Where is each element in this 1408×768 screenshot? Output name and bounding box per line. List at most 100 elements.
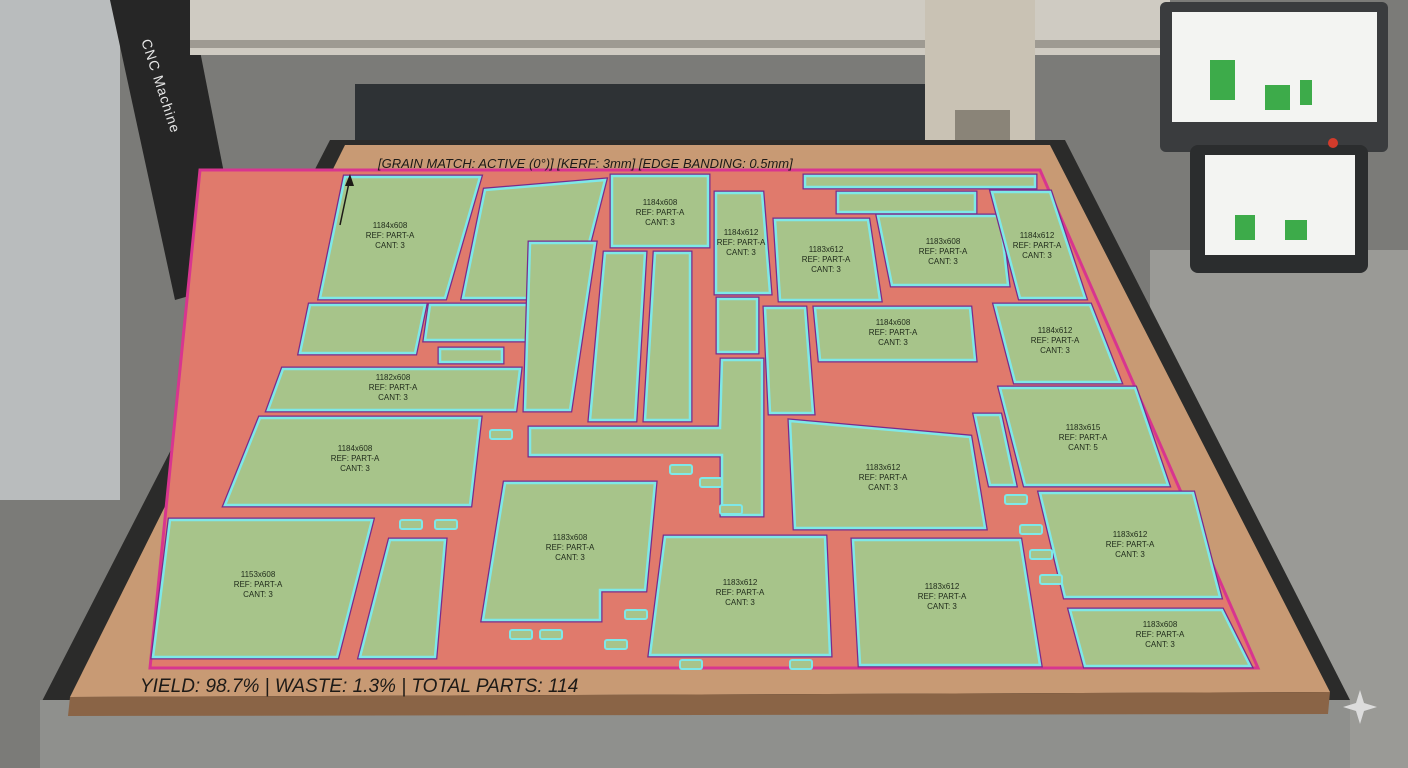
part-shape bbox=[803, 174, 1037, 189]
part-label-cant: CANT: 3 bbox=[340, 464, 370, 473]
part-label-dims: 1184x608 bbox=[338, 444, 373, 453]
part-label-ref: REF: PART-A bbox=[234, 580, 283, 589]
part-label-dims: 1153x608 bbox=[241, 570, 276, 579]
grain-arrow-head bbox=[345, 174, 354, 186]
part-label-cant: CANT: 3 bbox=[868, 483, 898, 492]
part-shape bbox=[716, 297, 759, 354]
screen-part-block bbox=[1235, 215, 1255, 240]
nested-part bbox=[642, 250, 693, 423]
part-label-dims: 1183x608 bbox=[553, 533, 588, 542]
nested-part bbox=[522, 240, 598, 413]
part-shape bbox=[481, 481, 657, 622]
emergency-stop-button[interactable] bbox=[1328, 138, 1338, 148]
part-shape bbox=[998, 386, 1170, 487]
vacuum-bed-grid bbox=[355, 84, 945, 146]
nested-part bbox=[835, 190, 978, 215]
part-label-dims: 1183x612 bbox=[723, 578, 758, 587]
small-offcut-part bbox=[699, 477, 723, 488]
part-label-ref: REF: PART-A bbox=[919, 247, 968, 256]
panel-front-edge bbox=[68, 692, 1330, 716]
small-offcut-part bbox=[1004, 494, 1028, 505]
part-label-ref: REF: PART-A bbox=[636, 208, 685, 217]
part-label-ref: REF: PART-A bbox=[1031, 336, 1080, 345]
part-label-ref: REF: PART-A bbox=[546, 543, 595, 552]
part-label-dims: 1182x608 bbox=[376, 373, 411, 382]
nested-part bbox=[437, 346, 505, 365]
part-label-ref: REF: PART-A bbox=[859, 473, 908, 482]
part-shape bbox=[993, 303, 1122, 384]
small-offcut-part bbox=[1029, 549, 1053, 560]
part-shape bbox=[151, 518, 374, 659]
part-label-ref: REF: PART-A bbox=[369, 383, 418, 392]
small-offcut-part bbox=[604, 639, 628, 650]
part-shape bbox=[318, 175, 482, 300]
part-shape bbox=[588, 251, 647, 422]
small-offcut-part bbox=[669, 464, 693, 475]
small-offcut-part bbox=[1019, 524, 1043, 535]
part-label-dims: 1184x608 bbox=[643, 198, 678, 207]
screen-part-block bbox=[1265, 85, 1290, 110]
part-shape bbox=[851, 538, 1042, 667]
part-label-cant: CANT: 3 bbox=[1115, 550, 1145, 559]
nested-part bbox=[527, 357, 765, 518]
part-shape bbox=[438, 347, 504, 364]
nested-part bbox=[802, 173, 1038, 190]
part-shape bbox=[973, 413, 1017, 487]
nesting-settings-info: [GRAIN MATCH: ACTIVE (0°)] [KERF: 3mm] [… bbox=[378, 156, 793, 171]
part-label-dims: 1183x612 bbox=[925, 582, 960, 591]
small-offcut-part bbox=[624, 609, 648, 620]
small-offcut-part bbox=[719, 504, 743, 515]
part-label-ref: REF: PART-A bbox=[366, 231, 415, 240]
part-label-dims: 1184x612 bbox=[1038, 326, 1073, 335]
part-shape bbox=[266, 367, 522, 412]
small-offcut-part bbox=[434, 519, 458, 530]
nested-part bbox=[587, 250, 648, 423]
part-label-cant: CANT: 3 bbox=[1145, 640, 1175, 649]
part-label-cant: CANT: 3 bbox=[378, 393, 408, 402]
part-label-ref: REF: PART-A bbox=[331, 454, 380, 463]
part-label-ref: REF: PART-A bbox=[918, 592, 967, 601]
part-label-dims: 1184x612 bbox=[1020, 231, 1055, 240]
part-label-ref: REF: PART-A bbox=[716, 588, 765, 597]
part-label-cant: CANT: 3 bbox=[1040, 346, 1070, 355]
part-shape bbox=[788, 419, 987, 530]
part-shape bbox=[990, 190, 1087, 300]
part-shape bbox=[528, 358, 764, 517]
gantry-rail bbox=[190, 40, 1170, 48]
sparkle-watermark-icon bbox=[1343, 690, 1377, 724]
screen-part-block bbox=[1285, 220, 1307, 240]
part-shape bbox=[1038, 491, 1222, 599]
part-shape bbox=[643, 251, 692, 422]
part-shape bbox=[1068, 608, 1253, 668]
part-label-cant: CANT: 3 bbox=[555, 553, 585, 562]
part-label-cant: CANT: 3 bbox=[878, 338, 908, 347]
small-offcut-part bbox=[509, 629, 533, 640]
yield-stats: YIELD: 98.7% | WASTE: 1.3% | TOTAL PARTS… bbox=[140, 676, 579, 697]
part-label-cant: CANT: 3 bbox=[1022, 251, 1052, 260]
part-label-ref: REF: PART-A bbox=[717, 238, 766, 247]
part-label-ref: REF: PART-A bbox=[1106, 540, 1155, 549]
part-shape bbox=[836, 191, 977, 214]
part-label-dims: 1183x608 bbox=[1143, 620, 1178, 629]
part-shape bbox=[773, 218, 882, 302]
part-shape bbox=[298, 303, 427, 355]
part-label-cant: CANT: 3 bbox=[645, 218, 675, 227]
nested-part bbox=[422, 302, 538, 343]
part-label-cant: CANT: 3 bbox=[375, 241, 405, 250]
small-offcut-part bbox=[399, 519, 423, 530]
